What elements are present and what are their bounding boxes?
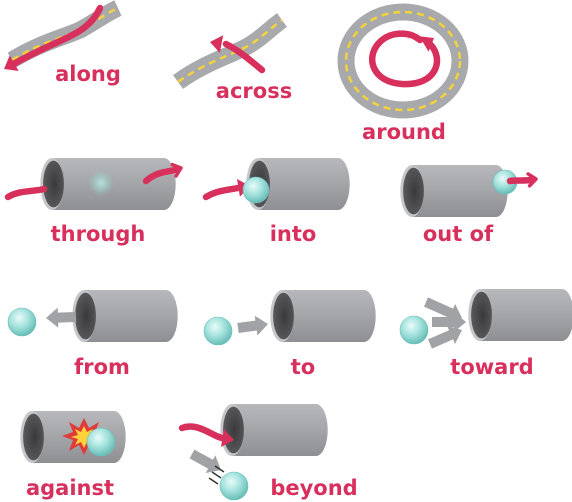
- from-ball: [7, 307, 37, 337]
- into-arrow: [202, 184, 242, 201]
- against-ball: [86, 427, 116, 457]
- out-of-tube-body: [412, 165, 508, 218]
- beyond-arrow-head: [220, 429, 234, 447]
- around-road-centerline: [344, 10, 462, 112]
- label-across: across: [215, 79, 293, 103]
- across-arrow: [222, 40, 266, 74]
- around-arrow: [368, 30, 441, 88]
- through-arrow-head: [170, 162, 183, 178]
- toward-ball: [399, 315, 429, 345]
- tube-layer: [20, 158, 572, 463]
- through-arrow-exit: [142, 166, 179, 185]
- beyond-arrow: [178, 423, 226, 442]
- toward-tube-body: [480, 289, 572, 341]
- out-of-tube-opening: [403, 167, 424, 215]
- beyond-motion-line-3: [214, 465, 225, 473]
- beyond-tube-body: [232, 404, 328, 456]
- label-against: against: [25, 476, 115, 500]
- out-of-arrow-head: [526, 172, 538, 188]
- along-arrow: [6, 4, 104, 70]
- beyond-motion-line-1: [208, 477, 219, 485]
- label-out-of: out of: [422, 222, 494, 246]
- to-tube-body: [282, 290, 376, 342]
- from-tube: [72, 290, 178, 342]
- from-tube-opening: [75, 292, 96, 340]
- label-around: around: [362, 120, 446, 144]
- beyond-grey-arrow: [189, 449, 221, 473]
- out-of-tube: [400, 165, 508, 218]
- label-along: along: [55, 62, 121, 86]
- label-toward: toward: [450, 355, 534, 379]
- into-ball: [242, 176, 270, 204]
- through-tube-opening: [43, 160, 64, 208]
- beyond-tube: [220, 404, 328, 456]
- label-from: from: [74, 355, 130, 379]
- beyond-motion-line-2: [211, 471, 222, 479]
- toward-arrow-bottom: [428, 325, 462, 349]
- label-through: through: [50, 222, 146, 246]
- to-arrow: [237, 315, 268, 336]
- along-arrow-head: [4, 55, 19, 72]
- mark-layer: [4, 4, 538, 501]
- around-arrow-head: [419, 36, 434, 52]
- beyond-ball: [219, 471, 249, 501]
- through-ball-inside: [88, 170, 114, 196]
- beyond-tube-opening: [223, 406, 244, 454]
- through-arrow-entry: [4, 185, 48, 201]
- from-tube-body: [84, 290, 178, 342]
- to-tube-opening: [273, 292, 294, 340]
- toward-tube: [468, 289, 572, 341]
- to-tube: [270, 290, 376, 342]
- label-into: into: [269, 222, 317, 246]
- from-arrow: [46, 307, 77, 328]
- to-ball: [203, 316, 233, 346]
- toward-arrow-middle: [432, 312, 466, 332]
- across-arrow-head: [210, 35, 224, 54]
- against-tube-opening: [23, 413, 44, 461]
- toward-tube-opening: [471, 291, 492, 339]
- out-of-arrow: [506, 176, 534, 185]
- into-tube-body: [258, 158, 350, 210]
- toward-arrow-top: [424, 297, 462, 323]
- label-beyond: beyond: [270, 476, 358, 500]
- label-to: to: [290, 355, 316, 379]
